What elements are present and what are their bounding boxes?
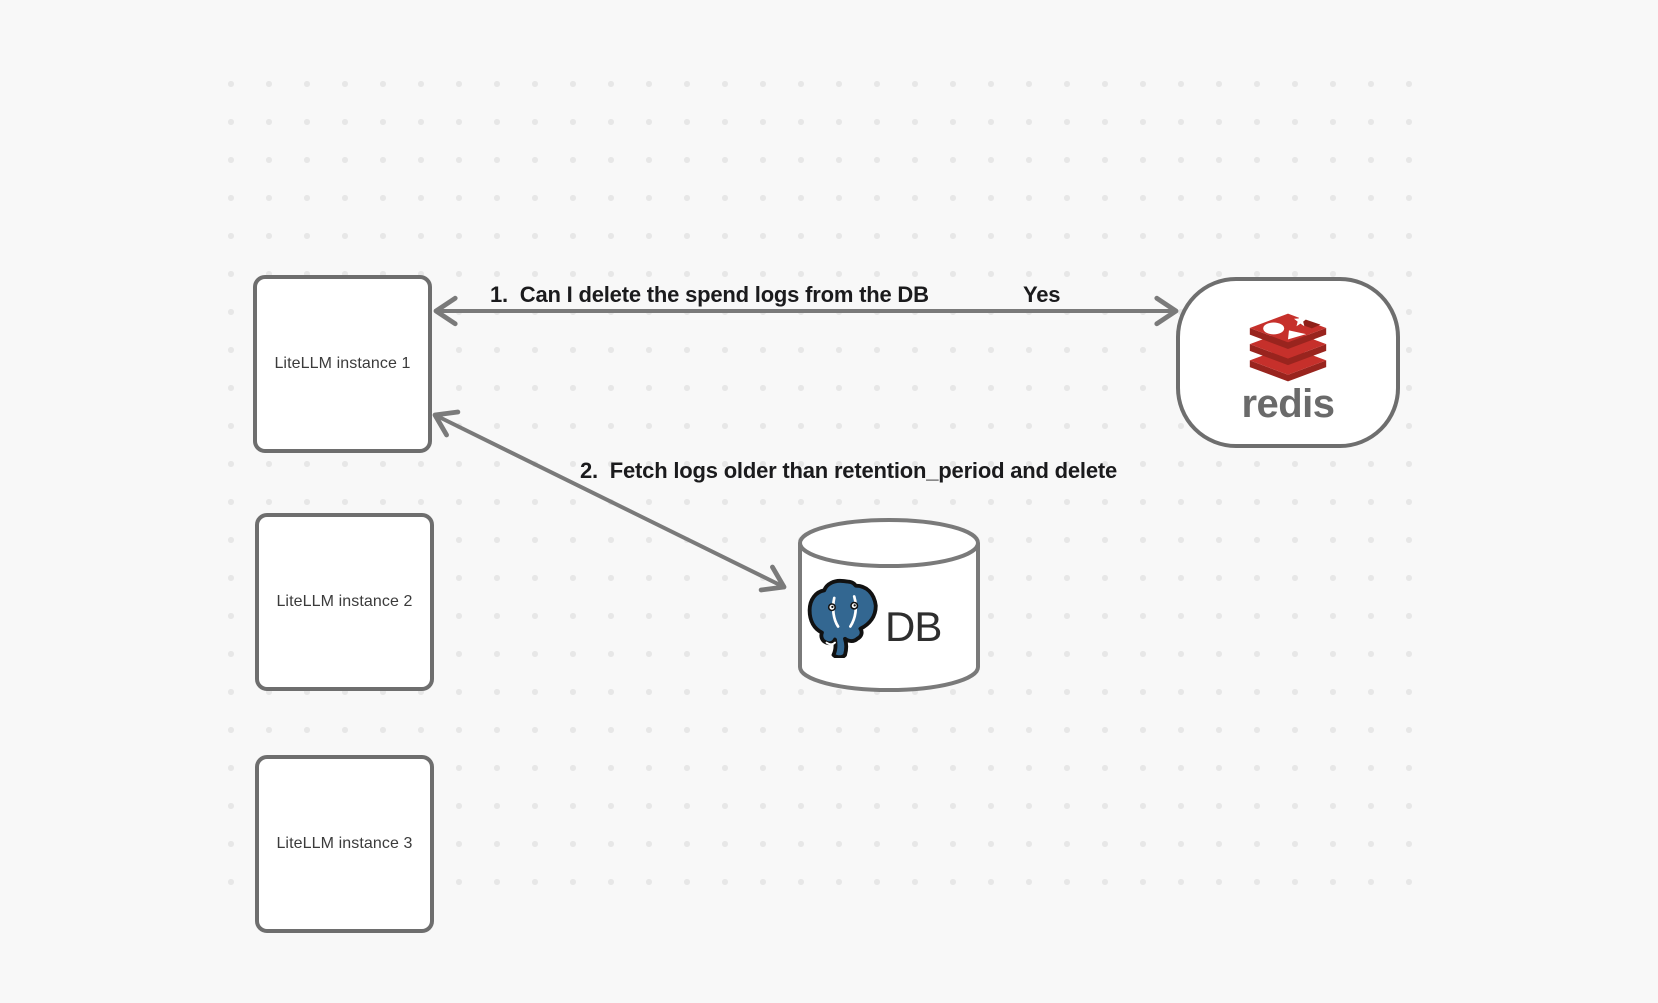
litellm-instance-1-node[interactable]: LiteLLM instance 1: [253, 275, 432, 453]
db-label: DB: [885, 603, 942, 650]
litellm-instance-2-label: LiteLLM instance 2: [276, 593, 413, 610]
redis-wordmark: redis: [1241, 382, 1335, 426]
arrow-2-label[interactable]: 2. Fetch logs older than retention_perio…: [580, 458, 1118, 483]
redis-node[interactable]: redis: [1176, 277, 1400, 448]
litellm-instance-1-label: LiteLLM instance 1: [274, 355, 411, 372]
litellm-instance-2-node[interactable]: LiteLLM instance 2: [255, 513, 434, 691]
litellm-instance-3-node[interactable]: LiteLLM instance 3: [255, 755, 434, 933]
arrow-1-reply-label[interactable]: Yes: [1023, 282, 1061, 307]
arrow-1-label[interactable]: 1. Can I delete the spend logs from the …: [490, 282, 929, 307]
redis-stack-icon: [1249, 313, 1327, 382]
arrow-instance1-to-db[interactable]: [432, 409, 787, 593]
litellm-instance-3-label: LiteLLM instance 3: [276, 835, 413, 852]
postgresql-elephant-icon: [807, 578, 878, 658]
db-node-content: DB: [806, 578, 966, 658]
